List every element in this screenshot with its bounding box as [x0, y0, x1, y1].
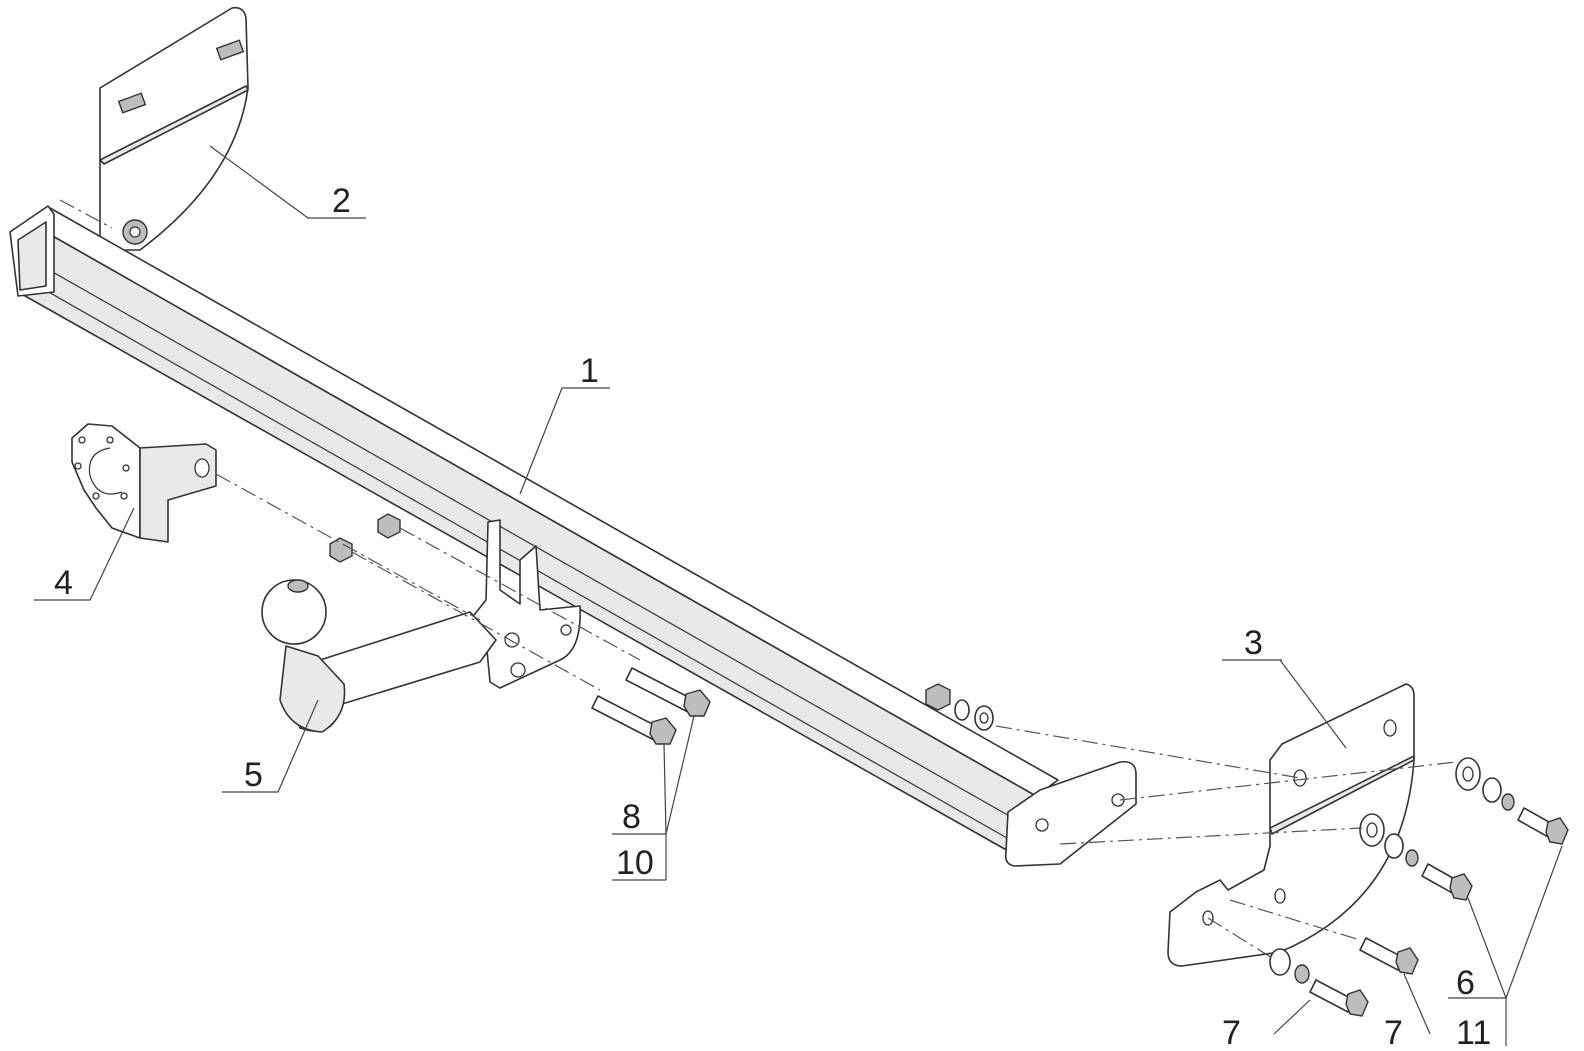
- beam-nut-washer-set: [925, 683, 994, 731]
- callout-7-right: 7: [1384, 1014, 1403, 1046]
- left-bracket-part-2: [99, 6, 249, 251]
- callout-8: 8: [622, 798, 641, 836]
- callout-3: 3: [1244, 624, 1263, 662]
- callout-5: 5: [244, 756, 263, 794]
- callout-labels: 1 2 3 4 5 8 10 6 11 7 7: [54, 182, 1491, 1051]
- assembly-axes: [59, 199, 1457, 959]
- callout-6: 6: [1456, 964, 1475, 1002]
- ball-hook-part-5: [261, 579, 497, 733]
- callout-7-left: 7: [1222, 1014, 1241, 1046]
- callout-11: 11: [1456, 1014, 1491, 1046]
- callout-4: 4: [54, 564, 73, 602]
- callout-2: 2: [332, 182, 351, 220]
- socket-plate-part-4: [71, 423, 217, 543]
- bolts-part-8-10: [591, 667, 711, 745]
- fasteners-part-6-11-7: [1269, 757, 1569, 1017]
- right-bracket-part-3: [1167, 683, 1415, 967]
- cross-beam-part-1: [9, 205, 1137, 867]
- callout-10: 10: [616, 844, 654, 882]
- leader-lines: [34, 145, 1563, 1046]
- center-hitch-bracket: [329, 513, 581, 689]
- callout-1: 1: [580, 352, 599, 390]
